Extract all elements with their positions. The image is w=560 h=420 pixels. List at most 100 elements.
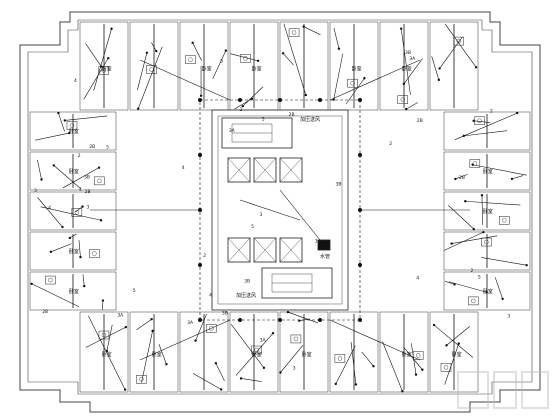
wire-segment bbox=[230, 53, 259, 62]
wire-segment bbox=[106, 324, 113, 352]
fixture-symbol bbox=[400, 97, 405, 102]
corridor-light bbox=[358, 98, 362, 102]
wire-node bbox=[250, 97, 254, 100]
wire-segment bbox=[335, 345, 356, 385]
circuit-mark: 4 bbox=[209, 292, 212, 298]
room-cell bbox=[29, 191, 117, 231]
wire-segment bbox=[230, 324, 265, 368]
fixture-symbol bbox=[97, 178, 102, 184]
circuit-mark: 3 bbox=[86, 205, 89, 211]
wire-node bbox=[194, 339, 197, 342]
fixture-block bbox=[397, 95, 409, 104]
fixture-symbol bbox=[484, 239, 489, 245]
wire-segment bbox=[64, 115, 108, 121]
feeder-line bbox=[329, 59, 421, 101]
circuit-mark: 3A bbox=[117, 313, 124, 319]
wire-node bbox=[30, 282, 33, 285]
fixture-symbol bbox=[291, 30, 297, 35]
plan-frame bbox=[19, 11, 541, 413]
wire-node bbox=[199, 94, 203, 97]
wire-segment bbox=[444, 23, 477, 68]
room-label: 卧室 bbox=[483, 168, 493, 175]
room-label: 卧室 bbox=[352, 65, 362, 72]
wire-segment bbox=[455, 173, 468, 180]
corridor-light bbox=[318, 98, 322, 102]
circuit-mark: 2B bbox=[89, 144, 95, 150]
wire-node bbox=[438, 67, 441, 70]
circuit-mark: 3 bbox=[259, 212, 262, 218]
wire-node bbox=[453, 283, 456, 286]
circuit-mark: 3A bbox=[260, 338, 267, 344]
circuit-mark: 3B bbox=[405, 50, 411, 56]
wire-segment bbox=[444, 343, 460, 385]
room-label: 卧室 bbox=[483, 208, 493, 215]
fixture-symbol bbox=[456, 38, 461, 44]
room-cell bbox=[379, 311, 429, 393]
room-cell bbox=[379, 21, 429, 111]
fixture-block bbox=[45, 275, 56, 285]
circuit-mark: 2 bbox=[470, 268, 473, 274]
feeder-line bbox=[139, 319, 231, 361]
room-cell bbox=[179, 21, 229, 111]
fixture-symbol bbox=[415, 353, 421, 358]
wire-node bbox=[525, 264, 528, 267]
wire-node bbox=[281, 52, 285, 55]
wire-node bbox=[363, 77, 366, 80]
wire-node bbox=[279, 371, 282, 374]
fixture-symbol bbox=[48, 277, 53, 283]
room-label: 卧室 bbox=[402, 65, 412, 72]
circuit-mark: 2B bbox=[85, 189, 91, 195]
wire-node bbox=[107, 56, 110, 60]
circuit-mark: 3B bbox=[84, 175, 90, 181]
fixture-block bbox=[185, 55, 196, 64]
circuit-mark: 2 bbox=[240, 107, 243, 113]
circuit-mark: 5 bbox=[251, 224, 254, 230]
circuit-mark: 2 bbox=[78, 153, 81, 159]
wire-node bbox=[68, 236, 71, 240]
circuit-mark: 4 bbox=[416, 275, 419, 281]
circuit-mark: 2 bbox=[490, 108, 493, 114]
wire-node bbox=[404, 107, 408, 111]
circuit-mark: 3 bbox=[507, 314, 510, 320]
wire-node bbox=[334, 382, 337, 386]
wire-segment bbox=[37, 197, 63, 228]
core-label-bottom: 加压送风 bbox=[236, 292, 256, 299]
fixtures-layer bbox=[30, 25, 528, 393]
fixture-symbol bbox=[254, 347, 259, 353]
wire-node bbox=[136, 107, 140, 110]
fixture-block bbox=[453, 36, 465, 46]
circuit-mark: 3B bbox=[335, 181, 341, 187]
wire-node bbox=[480, 194, 484, 197]
circuit-mark: 2 bbox=[203, 253, 206, 259]
wire-node bbox=[165, 363, 168, 366]
wire-node bbox=[401, 390, 404, 393]
fixture-block bbox=[89, 249, 100, 258]
room-grid bbox=[29, 21, 531, 393]
wire-segment bbox=[40, 206, 102, 221]
wire-segment bbox=[445, 281, 455, 285]
wire-segment bbox=[85, 43, 102, 67]
corridor-light bbox=[238, 318, 242, 322]
room-cell bbox=[443, 111, 531, 151]
wire-node bbox=[298, 319, 301, 322]
wire-segment bbox=[361, 351, 374, 367]
room-cell bbox=[429, 21, 479, 111]
wire-segment bbox=[481, 257, 527, 266]
circuit-mark: 3A bbox=[409, 56, 416, 62]
fixture-block bbox=[469, 159, 481, 168]
fixture-symbol bbox=[477, 118, 482, 123]
fixture-symbol bbox=[293, 336, 299, 342]
circuit-mark: 2B bbox=[459, 175, 465, 181]
room-cell bbox=[229, 311, 279, 393]
wire-segment bbox=[448, 205, 475, 230]
fixture-block bbox=[206, 324, 217, 333]
room-label: 卧室 bbox=[102, 351, 112, 358]
fixture-block bbox=[240, 54, 251, 63]
wire-node bbox=[262, 366, 266, 370]
wire-node bbox=[220, 388, 223, 391]
wire-segment bbox=[102, 300, 104, 310]
wire-segment bbox=[82, 274, 85, 287]
wire-segment bbox=[192, 373, 222, 390]
circuit-mark: 3B bbox=[222, 311, 228, 317]
